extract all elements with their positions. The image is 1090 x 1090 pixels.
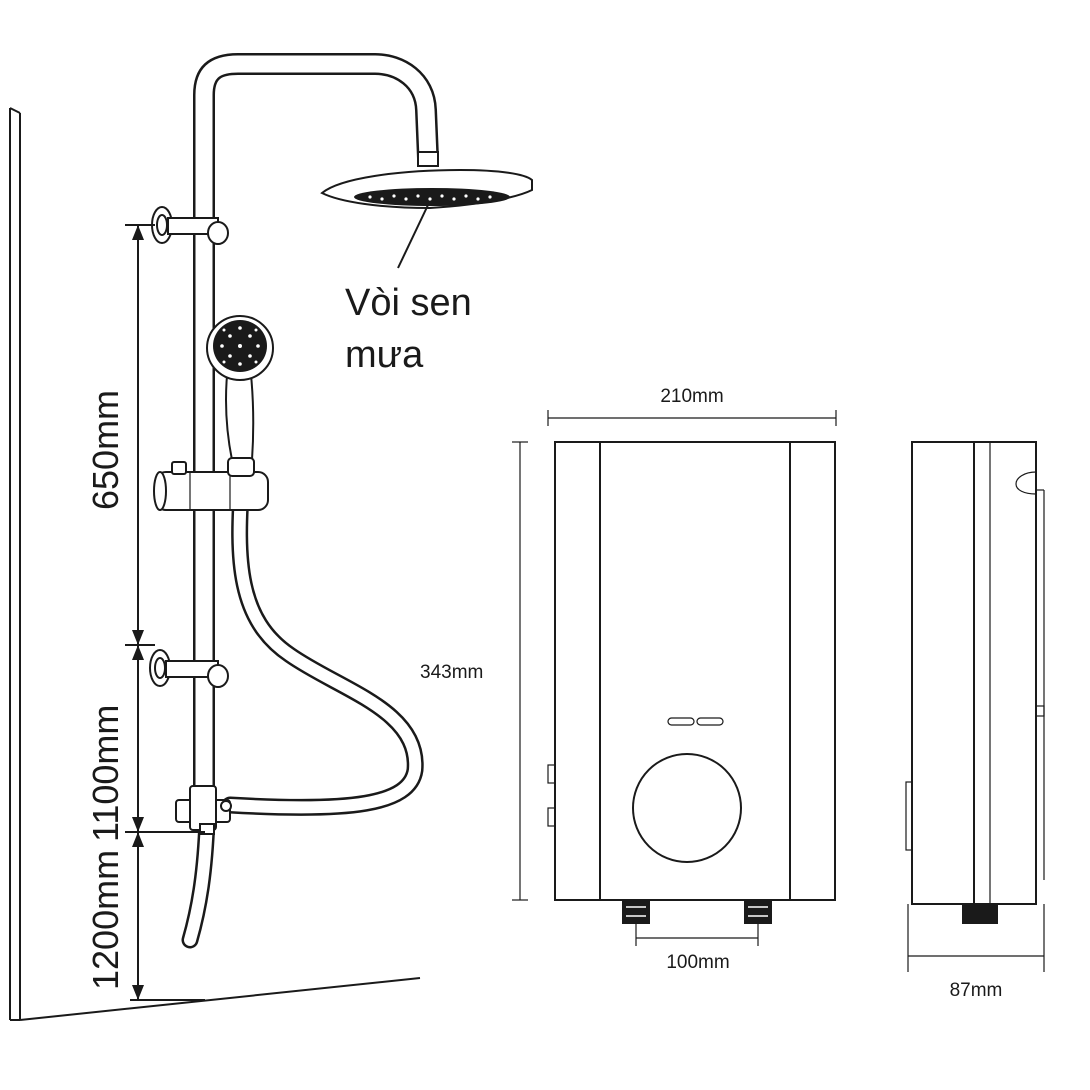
wall-bracket-top xyxy=(151,206,229,245)
dimension-line-inlet-spacing xyxy=(635,924,759,946)
shower-column-dimension-lines xyxy=(125,224,205,1001)
rain-shower-head xyxy=(320,168,533,269)
sliding-holder xyxy=(153,457,269,511)
dimension-line-width xyxy=(547,410,837,426)
wall xyxy=(9,107,421,1021)
shower-hose xyxy=(181,471,424,949)
dimension-1100mm: 1100mm xyxy=(85,705,126,842)
rain-shower-label-line1: Vòi sen xyxy=(345,282,472,324)
dimension-343mm: 343mm xyxy=(420,662,483,683)
heater-front-view xyxy=(547,441,836,924)
dimension-210mm: 210mm xyxy=(660,386,723,407)
dimension-87mm: 87mm xyxy=(950,980,1003,1001)
dimension-line-height xyxy=(512,441,528,901)
hand-shower xyxy=(206,315,274,461)
dimension-1200mm: 1200mm xyxy=(85,850,126,990)
dimension-650mm: 650mm xyxy=(85,390,126,510)
heater-side-view xyxy=(905,441,1045,924)
dimension-100mm: 100mm xyxy=(666,952,729,973)
shower-column-pipe xyxy=(193,53,439,800)
rain-shower-label-line2: mưa xyxy=(345,334,424,376)
diverter-valve xyxy=(175,785,232,835)
wall-bracket-bottom xyxy=(149,649,229,688)
dimension-line-depth xyxy=(907,904,1045,972)
